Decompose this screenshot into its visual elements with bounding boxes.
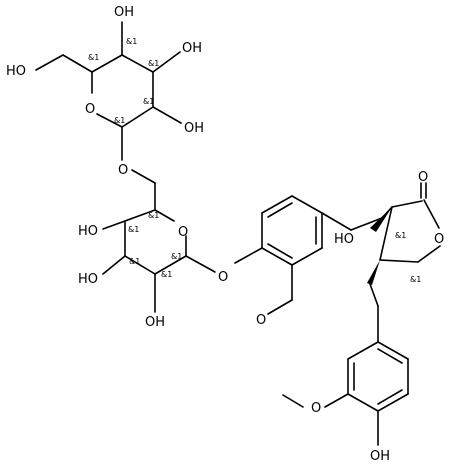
atom-ho-lower-2: HO xyxy=(78,272,98,287)
atom-o-methoxy-1: O xyxy=(256,313,266,328)
atom-oh-top: OH xyxy=(114,5,134,20)
stereo-label: &1 xyxy=(161,270,172,279)
atom-o-lactone-carbonyl: O xyxy=(418,170,428,185)
stereo-label: &1 xyxy=(129,257,140,266)
atom-oh-right-upper: OH xyxy=(182,41,202,56)
atom-ho-left: HO xyxy=(6,64,26,79)
stereo-labels: &1 &1 &1 &1 &1 &1 &1 &1 &1 &1 &1 &1 xyxy=(88,37,421,284)
linker-bonds xyxy=(131,169,156,211)
stereo-label: &1 xyxy=(143,97,154,106)
lactone-ring-bonds xyxy=(350,182,441,263)
lower-sugar-bonds xyxy=(102,209,216,313)
stereo-label: &1 xyxy=(171,252,182,261)
atom-ho-lower-1: HO xyxy=(78,224,98,239)
stereo-label: &1 xyxy=(128,225,139,234)
stereo-wedges xyxy=(367,207,392,285)
atom-o-methoxy-2: O xyxy=(311,401,321,416)
atom-ho-quaternary: HO xyxy=(334,232,354,247)
atom-o-ring-upper: O xyxy=(85,102,95,117)
stereo-label: &1 xyxy=(395,231,406,240)
stereo-label: &1 xyxy=(126,37,137,46)
atom-oh-phenol: OH xyxy=(370,449,390,464)
aromatic-ring-b-bonds xyxy=(282,283,409,446)
stereo-label: &1 xyxy=(148,59,159,68)
stereo-label: &1 xyxy=(410,275,421,284)
atom-o-lactone-ring: O xyxy=(434,232,444,247)
atom-o-aryl-ether: O xyxy=(218,270,228,285)
aromatic-ring-a-bonds xyxy=(234,195,352,315)
atom-labels: OH HO OH O OH O O HO HO OH O O O O HO O … xyxy=(6,5,444,464)
stereo-label: &1 xyxy=(88,53,99,62)
upper-sugar-bonds xyxy=(35,21,182,161)
atom-o-ring-lower: O xyxy=(178,225,188,240)
atom-o-link: O xyxy=(118,163,128,178)
atom-oh-right-lower: OH xyxy=(184,121,204,136)
atom-oh-lower-bottom: OH xyxy=(145,315,165,330)
stereo-label: &1 xyxy=(114,116,125,125)
stereo-label: &1 xyxy=(148,211,159,220)
